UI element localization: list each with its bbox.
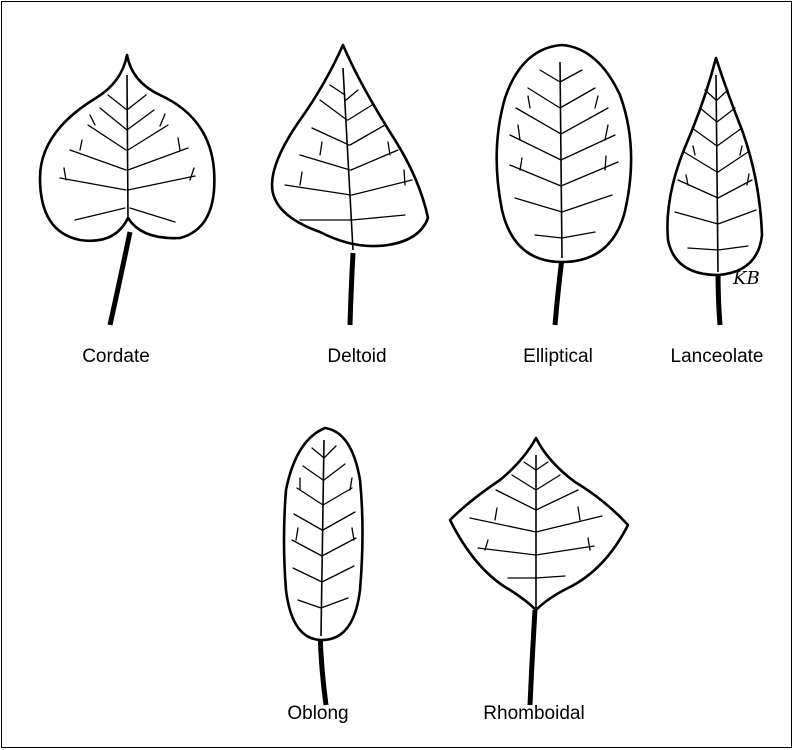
artist-signature: KB [733,268,760,289]
leaf-label-cordate: Cordate [82,346,150,368]
leaf-label-oblong: Oblong [287,703,348,725]
leaf-label-deltoid: Deltoid [327,346,386,368]
leaf-label-rhomboidal: Rhomboidal [483,703,584,725]
leaf-label-elliptical: Elliptical [523,346,593,368]
leaf-label-lanceolate: Lanceolate [671,346,764,368]
